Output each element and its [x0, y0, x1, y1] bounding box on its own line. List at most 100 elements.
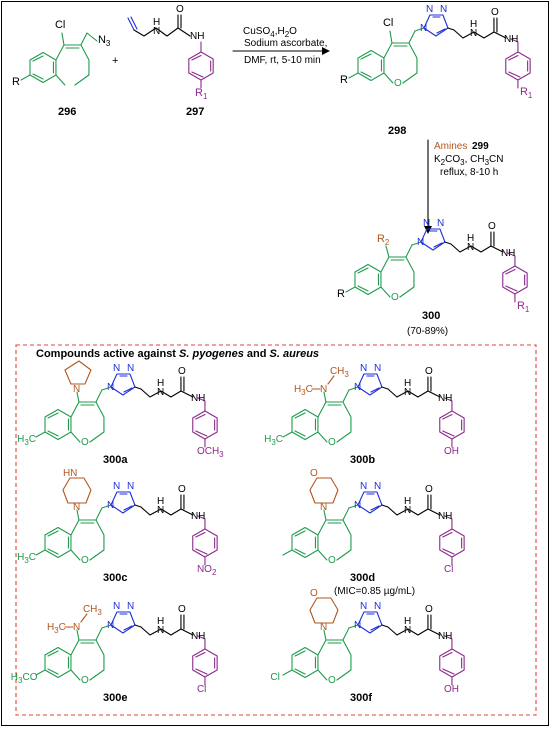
- cmpd-300b-n: N: [319, 384, 328, 395]
- cmpd-300c-n: N: [72, 502, 81, 513]
- ring-o: O: [393, 78, 402, 89]
- cmpd-297-aromatic-bond: [191, 71, 204, 78]
- cmpd-300f-nh-aryl: [444, 635, 453, 640]
- cmpd-298-oxepine-ring: [402, 72, 418, 84]
- triazole-n3: N: [439, 4, 448, 15]
- cmpd-297-aromatic-bond: [191, 54, 202, 61]
- triazole-n2: N: [359, 363, 368, 374]
- cmpd-300d-n-bond: [323, 509, 327, 521]
- cmpd-297-alkyne: [130, 16, 138, 30]
- cmpd-300e-oxepine-ring: [70, 639, 105, 671]
- cmpd-298-nh-aryl: [510, 38, 519, 43]
- cmpd-300c-aromatic-bond: [47, 530, 59, 537]
- cmpd-300b-para-sub: OH: [443, 446, 459, 457]
- cmpd-296-aromatic-bond: [32, 55, 44, 62]
- cmpd-300c-ch2-link: [134, 504, 142, 508]
- cmpd-300b-ch2: [342, 389, 350, 403]
- cmpd-298-ch2: [408, 30, 416, 44]
- ring-o: O: [80, 437, 89, 448]
- cmpd-300f-oxepine-ring: [336, 669, 352, 681]
- triazole-n1: N: [106, 500, 115, 511]
- amine-h: H: [466, 233, 475, 244]
- amine-n: N: [466, 242, 475, 253]
- cmpd-300a-aromatic-bond: [195, 430, 208, 437]
- cmpd-296-cl-bond: [61, 32, 65, 46]
- cmpd-300f-chain: [387, 626, 441, 636]
- cmpd-300-r: R: [337, 288, 345, 300]
- cmpd-300b-ring-sub: H3C: [264, 434, 284, 447]
- amide-nh: NH: [500, 248, 516, 259]
- cmpd-300f-ch2-link: [381, 624, 389, 628]
- compound-297-id: 297: [186, 106, 205, 118]
- ring-o: O: [327, 437, 336, 448]
- cmpd-296-benzo-ring: [29, 51, 57, 84]
- amine-n: N: [403, 387, 412, 398]
- cmpd-300f-ring-sub: Cl: [270, 672, 280, 683]
- cmpd-300d-aromatic-bond: [442, 548, 455, 555]
- reagent-line-3: DMF, rt, 5-10 min: [244, 55, 321, 66]
- cmpd-296-cl: Cl: [54, 19, 66, 31]
- cmpd-300f-n: N: [319, 622, 328, 633]
- cmpd-298-triazole-double: [436, 28, 446, 34]
- cmpd-300d-ch2-link: [381, 504, 389, 508]
- cmpd-300c-nh-aryl: [197, 515, 206, 520]
- carbonyl-o: O: [490, 7, 499, 18]
- triazole-n3: N: [436, 218, 445, 229]
- cmpd-300e-ch2: [95, 627, 103, 641]
- cmpd-300a-aromatic-bond: [47, 430, 59, 437]
- cmpd-300c-n-bond: [76, 509, 80, 521]
- cmpd-300b-triazole-double: [370, 387, 380, 393]
- cmpd-296-ch2-n3: [80, 32, 98, 46]
- cmpd-300e-h3c: H3C: [46, 622, 66, 635]
- cmpd-300c-oxepine-ring: [70, 519, 105, 551]
- cmpd-300c-aromatic-bond: [47, 548, 59, 555]
- cmpd-298-cl-bond: [389, 30, 393, 44]
- cmpd-300e-para-sub: Cl: [196, 684, 207, 695]
- amine-n: N: [403, 625, 412, 636]
- cmpd-297-nh: NH: [190, 31, 205, 42]
- cmpd-300f-aromatic-bond: [294, 650, 306, 657]
- cmpd-300b-aromatic-bond: [442, 413, 453, 420]
- cmpd-300a-ring-sub: H3C: [17, 434, 37, 447]
- cmpd-300a-nh-aryl: [197, 397, 206, 402]
- cmpd-300a-triazole-double: [123, 387, 133, 393]
- cmpd-300a-oxepine-ring: [89, 431, 105, 443]
- yield-range: (70-89%): [407, 326, 449, 337]
- cmpd-300a-ch2-n: [101, 386, 112, 391]
- cmpd-300d-ring-sub-bond: [282, 549, 293, 556]
- triazole-n1: N: [353, 620, 362, 631]
- amine-h: H: [156, 616, 165, 627]
- cmpd-298-chain: [453, 29, 507, 39]
- amine-h: H: [469, 19, 478, 30]
- cmpd-300e-oxepine-ring: [89, 669, 105, 681]
- triazole-n3: N: [373, 481, 382, 492]
- reagent-amine-number: 299: [472, 141, 489, 152]
- cmpd-300c-ring-sub: H3C: [17, 552, 37, 565]
- cmpd-300c-ch2: [95, 507, 103, 521]
- amide-nh: NH: [190, 511, 206, 522]
- cmpd-300e-n-me: [80, 613, 88, 623]
- ring-o: O: [390, 292, 399, 303]
- box-title-part: and: [246, 348, 267, 360]
- cmpd-298-benzo-ring: [357, 49, 385, 82]
- cmpd-300e-ring-sub-bond: [35, 669, 46, 676]
- cmpd-300a-oxepine-ring: [70, 431, 81, 443]
- cmpd-300-ch2-n: [411, 241, 422, 246]
- cmpd-300c-ring: [62, 477, 92, 504]
- cmpd-300b-nh-aryl: [444, 397, 453, 402]
- cmpd-300e-aromatic-bond: [195, 668, 208, 675]
- cmpd-298-r: R: [340, 74, 348, 86]
- cmpd-300d-oxepine-ring: [336, 549, 352, 561]
- cmpd-300b-oxepine-ring: [317, 431, 328, 443]
- ring-o: O: [80, 675, 89, 686]
- cmpd-300a-ch2: [95, 389, 103, 403]
- cmpd-300b-h3c: H3C: [293, 384, 313, 397]
- cmpd-300-oxepine-ring: [380, 256, 415, 288]
- cmpd-300e-nh-aryl: [197, 635, 206, 640]
- reagent-line-2: Sodium ascorbate,: [244, 38, 328, 49]
- triazole-n3: N: [373, 363, 382, 374]
- triazole-n2: N: [112, 601, 121, 612]
- triazole-n1: N: [416, 237, 425, 248]
- cmpd-300f-ch2-n: [348, 624, 359, 629]
